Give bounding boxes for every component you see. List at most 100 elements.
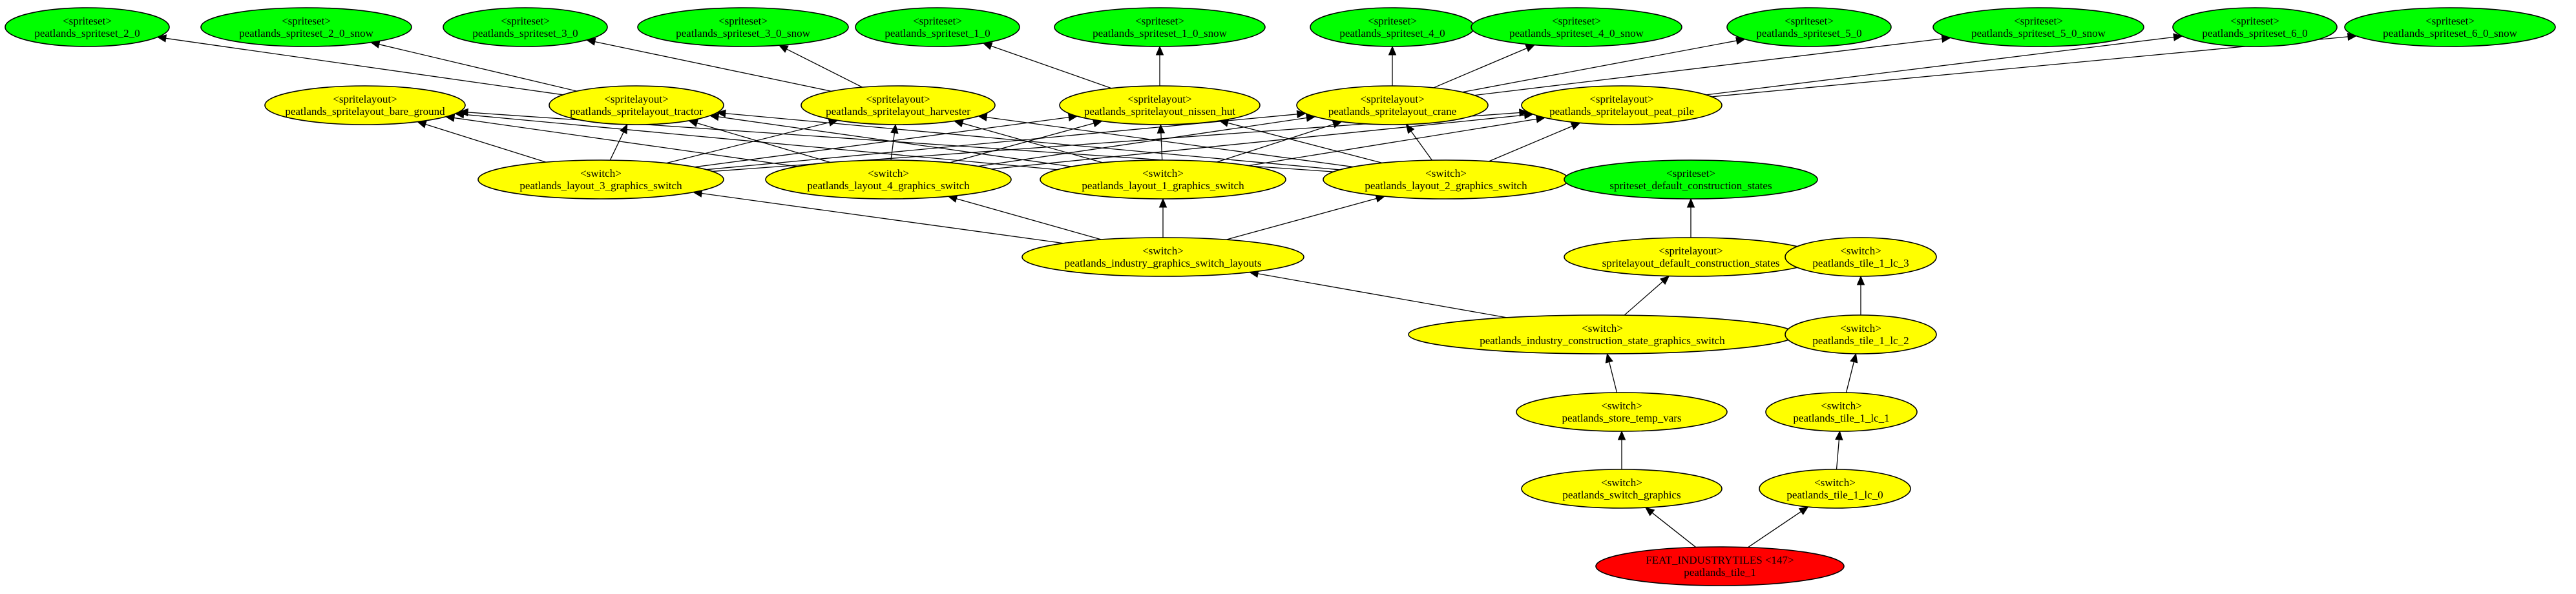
node-sw-temp[interactable]: <switch>peatlands_store_temp_vars: [1516, 392, 1728, 432]
node-name-label: peatlands_store_temp_vars: [1562, 412, 1681, 424]
node-ss-2-0[interactable]: <spriteset>peatlands_spriteset_2_0: [5, 7, 170, 47]
node-name-label: peatlands_spritelayout_tractor: [570, 105, 703, 118]
node-sw-lc1[interactable]: <switch>peatlands_tile_1_lc_1: [1765, 392, 1918, 432]
node-ss-2-0-snow[interactable]: <spriteset>peatlands_spriteset_2_0_snow: [200, 7, 412, 47]
switch-node-ellipse: [1021, 237, 1304, 277]
node-kind-label: FEAT_INDUSTRYTILES <147>: [1646, 554, 1794, 566]
node-sw-lc0[interactable]: <switch>peatlands_tile_1_lc_0: [1759, 469, 1911, 509]
edge-line: [1257, 273, 1507, 318]
edge-line: [1706, 36, 2174, 96]
edge-sw-lc1-to-sw-lc2: [1845, 353, 1858, 393]
edge-line: [786, 48, 863, 88]
arrowhead-icon: [1835, 430, 1843, 440]
node-sl-dcs[interactable]: <spritelayout>spritelayout_default_const…: [1564, 237, 1818, 277]
node-name-label: peatlands_industry_construction_state_gr…: [1480, 334, 1725, 347]
switch-node-ellipse: [1516, 392, 1728, 432]
edge-line: [1433, 48, 1527, 88]
node-ss-5-0[interactable]: <spriteset>peatlands_spriteset_5_0: [1726, 7, 1892, 47]
node-name-label: peatlands_tile_1_lc_3: [1812, 257, 1909, 269]
node-ss-1-0[interactable]: <spriteset>peatlands_spriteset_1_0: [855, 7, 1020, 47]
node-kind-label: <switch>: [1582, 322, 1623, 334]
edge-sw-l2-to-sl-tractor: [716, 109, 1340, 170]
node-sw-graphics[interactable]: <switch>peatlands_switch_graphics: [1521, 469, 1723, 509]
node-kind-label: <switch>: [868, 167, 909, 179]
node-name-label: peatlands_layout_1_graphics_switch: [1082, 179, 1244, 192]
node-sw-ics[interactable]: <switch>peatlands_industry_construction_…: [1408, 314, 1797, 354]
node-sw-l2[interactable]: <switch>peatlands_layout_2_graphics_swit…: [1323, 159, 1569, 200]
switch-node-ellipse: [1759, 469, 1911, 509]
node-ss-6-0-snow[interactable]: <spriteset>peatlands_spriteset_6_0_snow: [2344, 7, 2556, 47]
node-name-label: peatlands_tile_1_lc_0: [1786, 489, 1883, 501]
node-kind-label: <switch>: [1840, 245, 1881, 257]
node-name-label: peatlands_tile_1: [1684, 566, 1755, 579]
node-name-label: peatlands_spriteset_5_0_snow: [1971, 27, 2106, 39]
edge-feat-to-sw-lc0: [1747, 506, 1809, 548]
node-kind-label: <spriteset>: [501, 15, 550, 27]
node-ss-3-0[interactable]: <spriteset>peatlands_spriteset_3_0: [443, 7, 608, 47]
spritelayout-node-ellipse: [1059, 85, 1261, 125]
node-kind-label: <spriteset>: [1785, 15, 1834, 27]
node-sl-peat[interactable]: <spritelayout>peatlands_spritelayout_pea…: [1521, 85, 1723, 125]
spriteset-node-ellipse: [5, 7, 170, 47]
spritelayout-node-ellipse: [1521, 85, 1723, 125]
edge-sw-graphics-to-sw-temp: [1617, 430, 1626, 469]
node-name-label: peatlands_spritelayout_bare_ground: [285, 105, 445, 118]
edge-sl-dcs-to-ss-dcs: [1686, 198, 1695, 238]
edge-line: [1248, 118, 1537, 167]
edge-sl-nissen-to-ss-1-0: [982, 42, 1112, 89]
node-sw-lc3[interactable]: <switch>peatlands_tile_1_lc_3: [1785, 237, 1937, 277]
node-ss-4-0[interactable]: <spriteset>peatlands_spriteset_4_0: [1310, 7, 1475, 47]
node-kind-label: <switch>: [1142, 167, 1184, 179]
node-sl-bare[interactable]: <spritelayout>peatlands_spritelayout_bar…: [264, 85, 466, 125]
spritelayout-node-ellipse: [801, 85, 996, 125]
node-sw-l4[interactable]: <switch>peatlands_layout_4_graphics_swit…: [765, 159, 1012, 200]
edge-sw-l4-to-sl-nissen: [949, 119, 1103, 163]
node-name-label: peatlands_spriteset_5_0: [1756, 27, 1861, 39]
spriteset-node-ellipse: [2172, 7, 2338, 47]
node-sl-tractor[interactable]: <spritelayout>peatlands_spritelayout_tra…: [549, 85, 724, 125]
node-name-label: peatlands_spritelayout_nissen_hut: [1084, 105, 1235, 118]
node-kind-label: <spritelayout>: [1659, 245, 1723, 257]
node-sw-lc2[interactable]: <switch>peatlands_tile_1_lc_2: [1785, 314, 1937, 354]
arrowhead-icon: [1644, 507, 1655, 517]
edge-line: [890, 132, 895, 161]
spriteset-node-ellipse: [2344, 7, 2556, 47]
node-sw-l1[interactable]: <switch>peatlands_layout_1_graphics_swit…: [1040, 159, 1286, 200]
spriteset-node-ellipse: [200, 7, 412, 47]
node-name-label: peatlands_spriteset_1_0: [885, 27, 990, 39]
node-name-label: peatlands_spriteset_4_0_snow: [1509, 27, 1644, 39]
node-kind-label: <switch>: [1814, 476, 1856, 489]
node-kind-label: <spriteset>: [63, 15, 112, 27]
spriteset-node-ellipse: [637, 7, 849, 47]
node-ss-5-0-snow[interactable]: <spriteset>peatlands_spriteset_5_0_snow: [1932, 7, 2144, 47]
node-kind-label: <spriteset>: [2014, 15, 2063, 27]
edge-line: [1836, 439, 1840, 470]
node-kind-label: <switch>: [1840, 322, 1881, 334]
edge-line: [165, 37, 563, 96]
node-kind-label: <spritelayout>: [1127, 93, 1191, 105]
node-sw-layouts[interactable]: <switch>peatlands_industry_graphics_swit…: [1021, 237, 1304, 277]
node-ss-1-0-snow[interactable]: <spriteset>peatlands_spriteset_1_0_snow: [1054, 7, 1266, 47]
edge-line: [1410, 130, 1433, 161]
node-sl-crane[interactable]: <spritelayout>peatlands_spritelayout_cra…: [1296, 85, 1489, 125]
switch-node-ellipse: [1040, 159, 1286, 200]
node-sl-nissen[interactable]: <spritelayout>peatlands_spritelayout_nis…: [1059, 85, 1261, 125]
node-name-label: peatlands_spriteset_2_0_snow: [239, 27, 373, 39]
node-ss-6-0[interactable]: <spriteset>peatlands_spriteset_6_0: [2172, 7, 2338, 47]
arrowhead-icon: [1157, 123, 1166, 134]
node-ss-dcs[interactable]: <spriteset>spriteset_default_constructio…: [1564, 159, 1818, 200]
arrowhead-icon: [1388, 45, 1397, 56]
node-name-label: peatlands_spritelayout_crane: [1328, 105, 1456, 118]
node-ss-4-0-snow[interactable]: <spriteset>peatlands_spriteset_4_0_snow: [1471, 7, 1682, 47]
edge-sw-lc2-to-sw-lc3: [1856, 275, 1865, 315]
node-ss-3-0-snow[interactable]: <spriteset>peatlands_spriteset_3_0_snow: [637, 7, 849, 47]
node-sw-l3[interactable]: <switch>peatlands_layout_3_graphics_swit…: [477, 159, 724, 200]
spriteset-node-ellipse: [1726, 7, 1892, 47]
node-feat[interactable]: FEAT_INDUSTRYTILES <147>peatlands_tile_1: [1595, 546, 1845, 586]
node-sl-harvester[interactable]: <spritelayout>peatlands_spritelayout_har…: [801, 85, 996, 125]
edge-line: [962, 123, 1103, 163]
spriteset-node-ellipse: [1564, 159, 1818, 200]
switch-node-ellipse: [1521, 469, 1723, 509]
switch-node-ellipse: [477, 159, 724, 200]
edge-line: [1624, 281, 1663, 316]
